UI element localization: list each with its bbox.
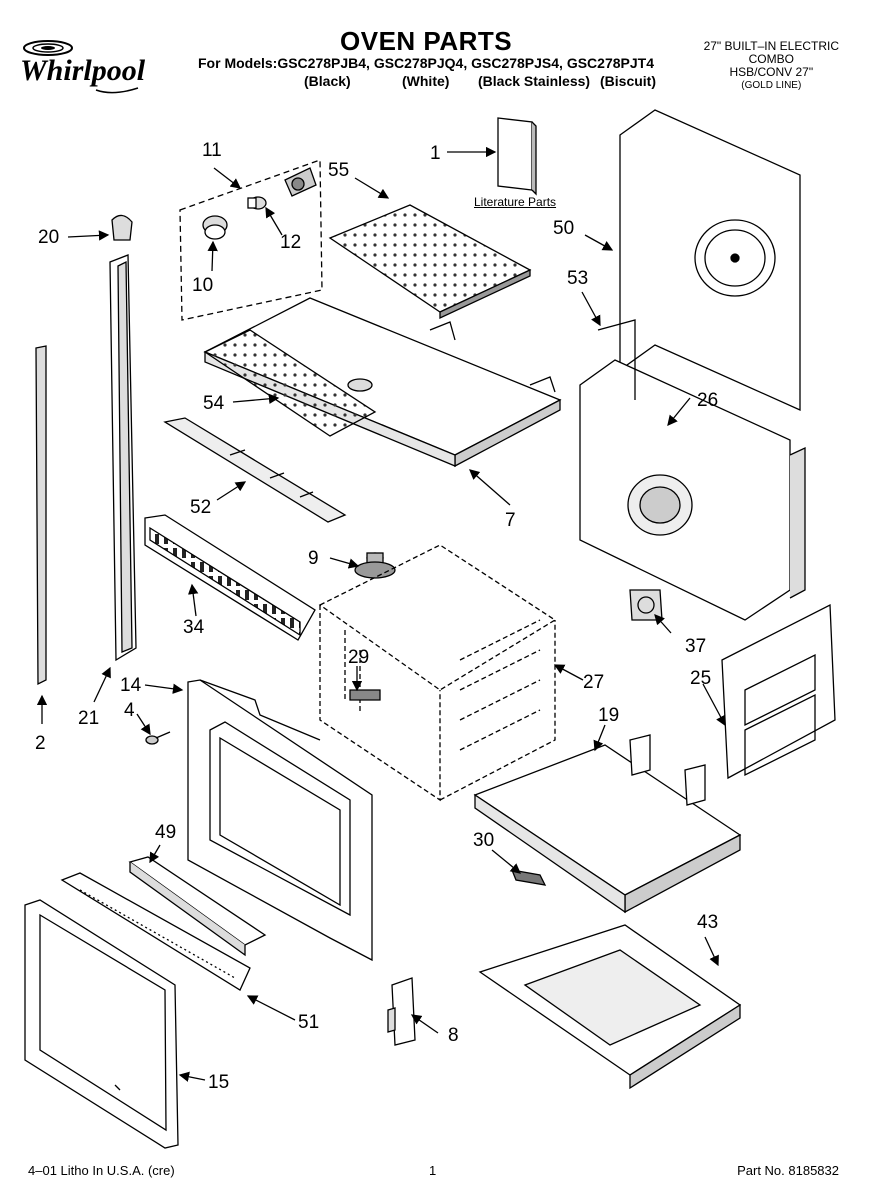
leader-arrows [36,146,726,1082]
callout-26: 26 [697,390,719,411]
callout-14: 14 [120,675,142,696]
callout-1: 1 [430,143,441,164]
page-number: 1 [429,1163,437,1178]
callout-53: 53 [567,268,589,289]
callout-4: 4 [124,700,135,721]
callout-10: 10 [192,275,214,296]
part-20-cap [111,214,133,241]
part-15-gasket [24,899,179,1149]
callout-7: 7 [505,510,516,531]
part-37-element [629,589,663,621]
part-8-bracket [391,977,416,1046]
part-1-literature [497,117,537,196]
part-34-vent [144,514,316,641]
color-black-stainless: (Black Stainless) [478,73,591,89]
logo-text: Whirlpool [20,54,146,87]
part-27-oven-liner [318,544,557,802]
color-biscuit: (Biscuit) [600,73,656,89]
part-9-component [354,552,396,579]
page-title: OVEN PARTS [340,26,513,56]
footer-litho: 4–01 Litho In U.S.A. (cre) [28,1163,175,1178]
part-11-selector [284,167,317,197]
callout-49: 49 [155,822,177,843]
models-line: For Models:GSC278PJB4, GSC278PJQ4, GSC27… [198,55,654,71]
callout-52: 52 [190,497,212,518]
part-10-knob [202,215,228,240]
part-7-top-cover [203,297,562,456]
callout-27: 27 [583,672,605,693]
callout-12: 12 [280,232,302,253]
part-2-trim [35,345,47,686]
part-12-switch [247,196,267,210]
part-29-support [349,689,381,701]
callout-29: 29 [348,647,370,668]
callout-15: 15 [208,1072,230,1093]
part-19-tray [473,744,742,896]
callout-21: 21 [78,708,100,729]
part-50-back-panel [619,109,801,412]
product-line-2: COMBO [748,52,794,66]
callout-50: 50 [553,218,575,239]
part-14-front-frame [187,679,373,962]
product-line-1: 27" BUILT–IN ELECTRIC [703,39,839,53]
part-30-bracket [510,869,547,886]
callout-20: 20 [38,227,60,248]
callout-8: 8 [448,1025,459,1046]
product-line-3: HSB/CONV 27" [729,65,814,79]
callout-2: 2 [35,733,46,754]
callout-55: 55 [328,160,350,181]
part-49-duct [128,856,267,946]
part-54-insulation [203,329,377,437]
part-55-insulation [328,204,532,313]
whirlpool-logo: Whirlpool [20,40,146,94]
part-43-base-pan [478,924,742,1076]
part-51-vent-trim [60,872,251,991]
part-25-side-panel [721,603,836,780]
callout-25: 25 [690,668,712,689]
part-number: Part No. 8185832 [737,1163,839,1178]
part-21-trim [109,254,137,662]
callout-37: 37 [685,636,707,657]
callout-30: 30 [473,830,495,851]
color-white: (White) [402,73,450,89]
product-description: 27" BUILT–IN ELECTRIC COMBO HSB/CONV 27"… [704,40,839,92]
part-26-rear-panel [579,359,791,621]
callout-43: 43 [697,912,719,933]
gold-line-label: (GOLD LINE) [741,80,802,91]
callout-9: 9 [308,548,319,569]
color-black: (Black) [304,73,351,89]
callout-34: 34 [183,617,205,638]
callout-19: 19 [598,705,620,726]
part-4-screw [145,731,171,745]
callout-54: 54 [203,393,225,414]
literature-parts-label: Literature Parts [474,195,557,209]
callout-11: 11 [202,140,222,161]
callout-51: 51 [298,1012,320,1033]
